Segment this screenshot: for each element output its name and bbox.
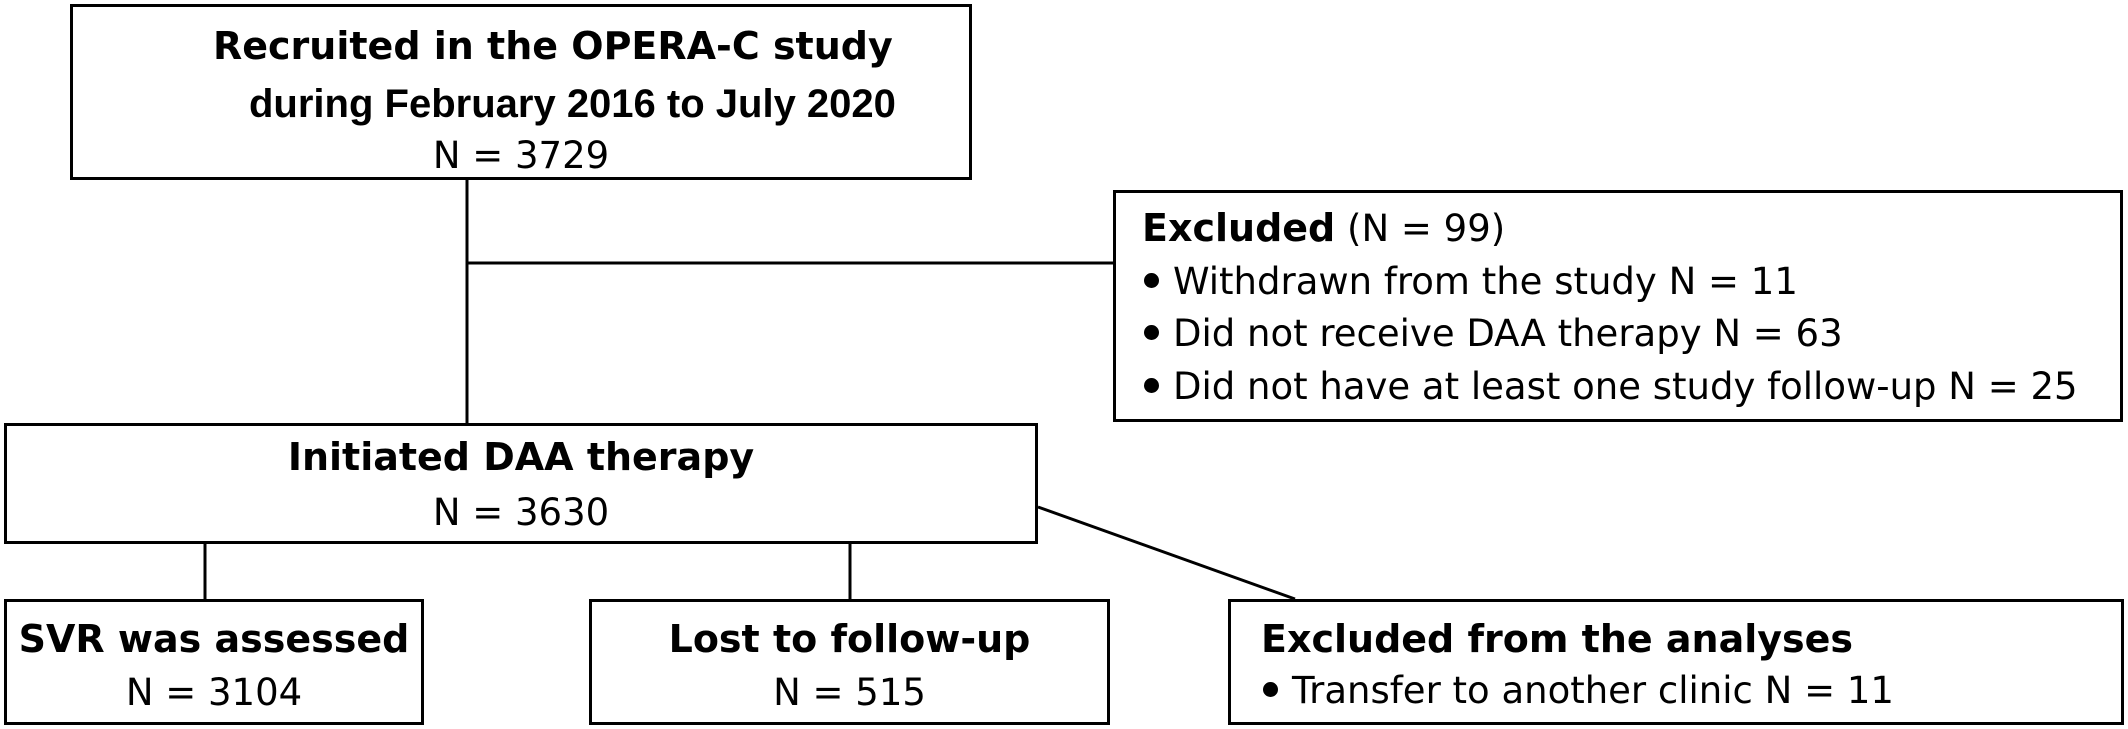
analyses-item: Transfer to another clinic N = 11 — [1261, 662, 1894, 720]
recruited-count: N = 3729 — [432, 134, 610, 177]
bullet-icon — [1144, 378, 1159, 393]
initiated-box: Initiated DAA therapy N = 3630 — [4, 423, 1038, 544]
excluded-item: Did not receive DAA therapy N = 63 — [1142, 305, 1843, 363]
svr-count: N = 3104 — [125, 671, 303, 714]
bullet-icon — [1263, 682, 1278, 697]
analyses-title: Excluded from the analyses — [1261, 617, 1854, 661]
initiated-count: N = 3630 — [432, 491, 610, 534]
recruited-title-line1: Recruited in the OPERA-C study — [213, 24, 893, 68]
connector-initiated-to-analyses — [1037, 505, 1296, 601]
excluded-item-text: Withdrawn from the study N = 11 — [1173, 260, 1798, 303]
recruited-title-line2: during February 2016 to July 2020 — [249, 79, 896, 129]
initiated-title: Initiated DAA therapy — [287, 435, 755, 479]
lost-title: Lost to follow-up — [668, 617, 1031, 661]
lost-count: N = 515 — [773, 671, 926, 714]
bullet-icon — [1144, 273, 1159, 288]
bullet-icon — [1144, 325, 1159, 340]
recruited-title-line2-text: during February 2016 to July 2020 — [249, 82, 896, 126]
analyses-item-text: Transfer to another clinic N = 11 — [1292, 669, 1894, 712]
excluded-heading-row: Excluded (N = 99) — [1142, 199, 1505, 258]
lost-box: Lost to follow-up N = 515 — [589, 599, 1110, 725]
svr-box: SVR was assessed N = 3104 — [4, 599, 424, 725]
excluded-item-text: Did not receive DAA therapy N = 63 — [1173, 312, 1843, 355]
excluded-item: Withdrawn from the study N = 11 — [1142, 253, 1798, 311]
recruited-box: Recruited in the OPERA-C study during Fe… — [70, 4, 972, 180]
excluded-item-text: Did not have at least one study follow-u… — [1173, 365, 2078, 408]
svr-title: SVR was assessed — [18, 617, 410, 661]
excluded-count: (N = 99) — [1347, 207, 1506, 250]
excluded-box: Excluded (N = 99) Withdrawn from the stu… — [1113, 190, 2123, 422]
excluded-item: Did not have at least one study follow-u… — [1142, 358, 2078, 416]
excluded-heading: Excluded — [1142, 206, 1336, 250]
analyses-box: Excluded from the analyses Transfer to a… — [1228, 599, 2124, 725]
